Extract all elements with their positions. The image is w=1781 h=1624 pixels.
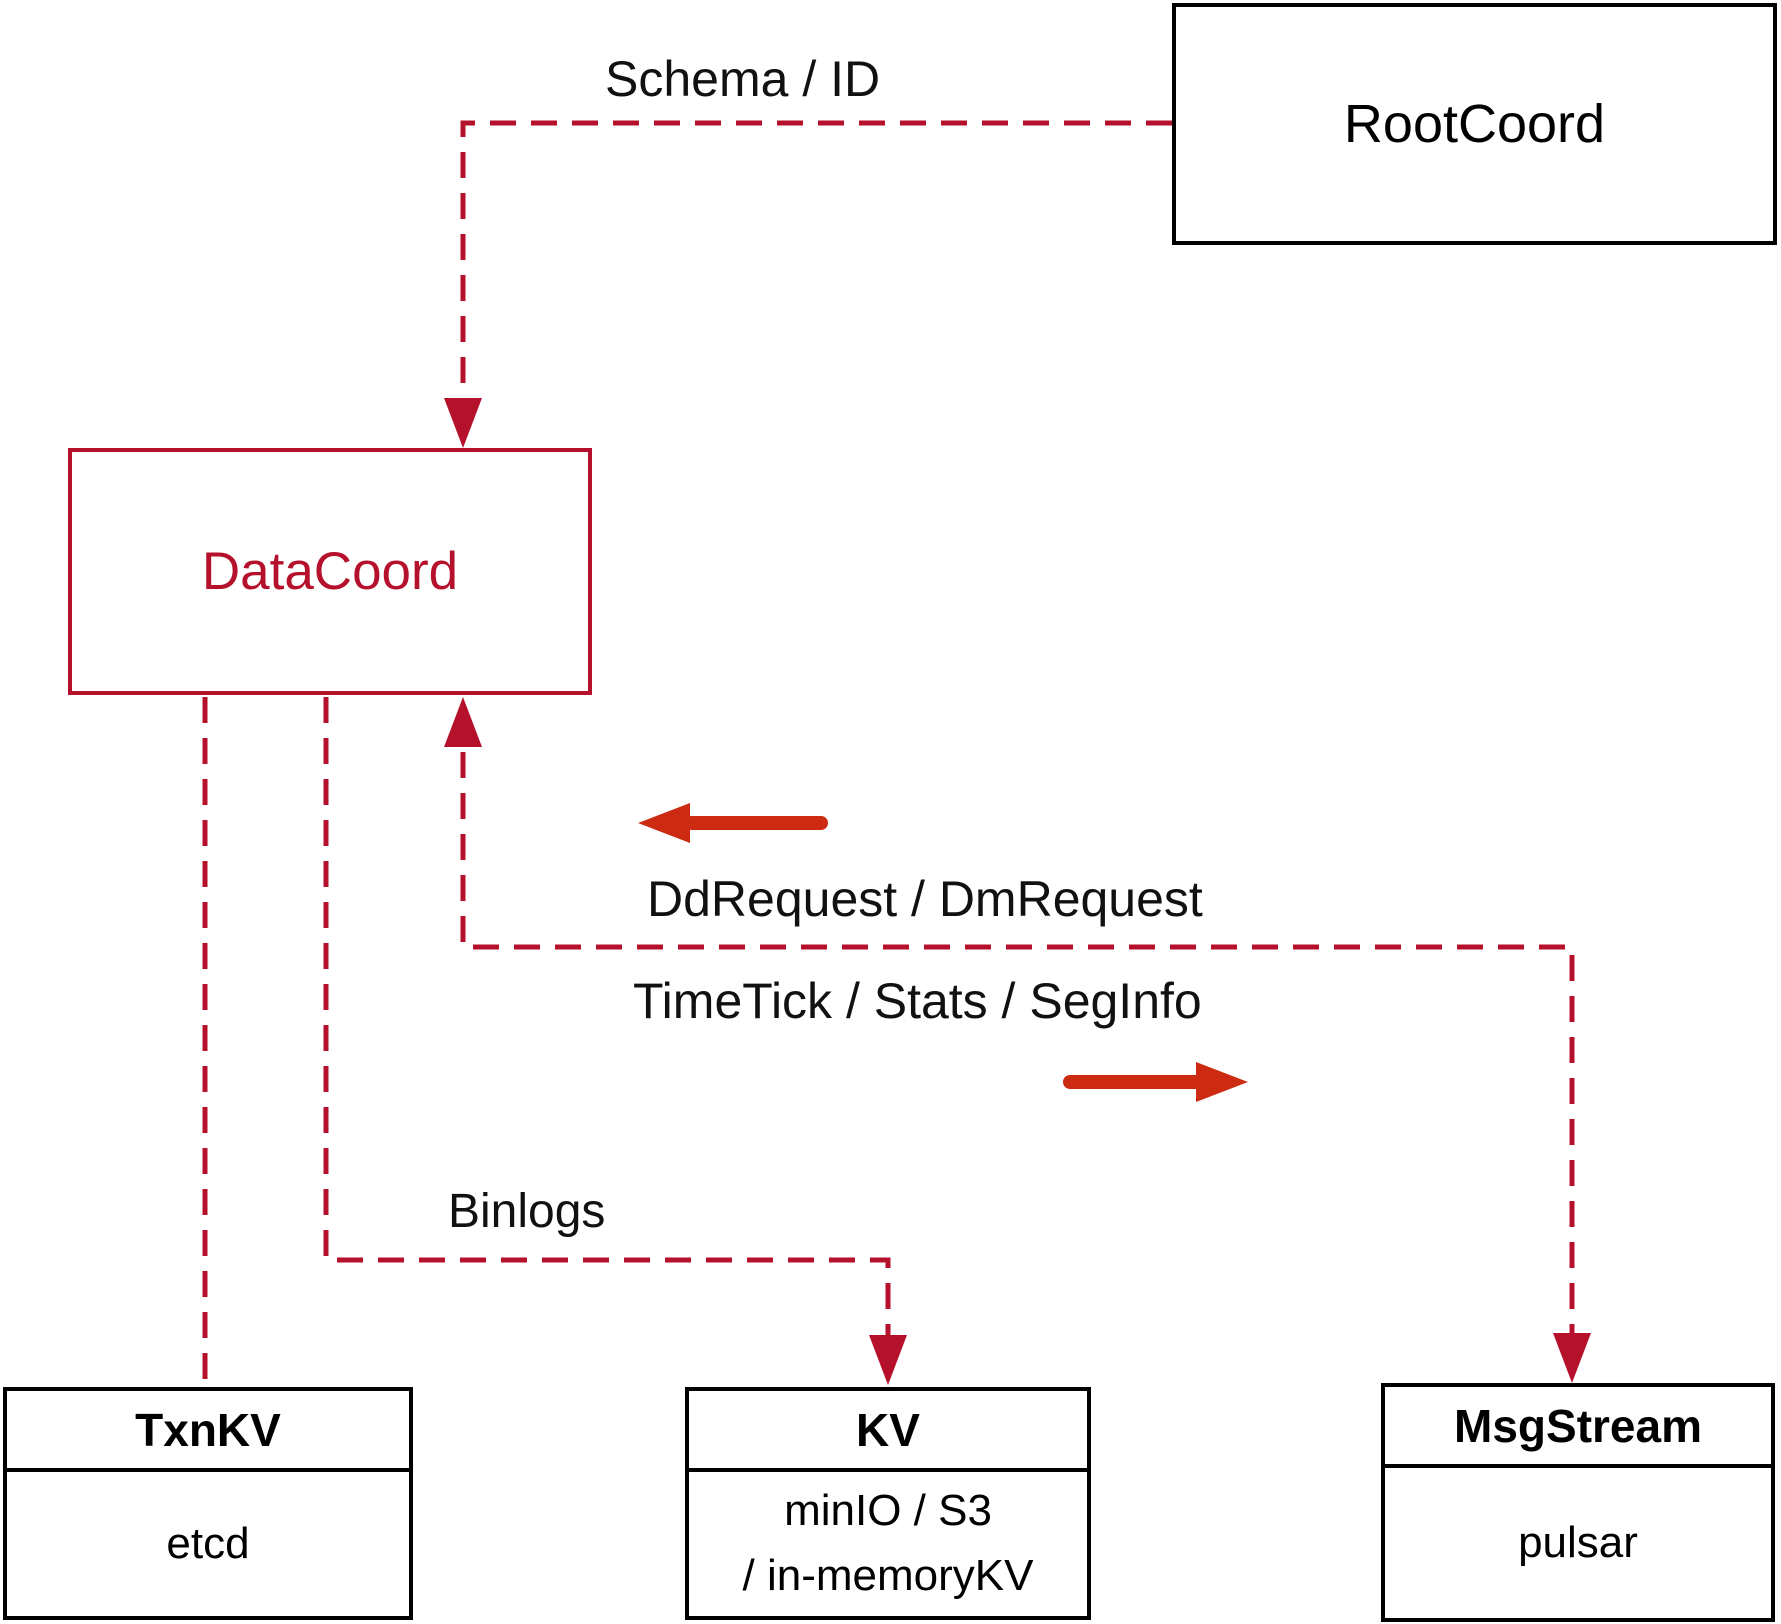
node-msgstream: MsgStream pulsar xyxy=(1381,1383,1775,1622)
node-msgstream-body: pulsar xyxy=(1385,1468,1771,1618)
node-rootcoord-label: RootCoord xyxy=(1343,94,1606,154)
edge-label-binlogs: Binlogs xyxy=(448,1185,606,1238)
edge-label-schema-id: Schema / ID xyxy=(605,51,881,107)
node-kv-body: minIO / S3 / in-memoryKV xyxy=(689,1472,1087,1616)
node-msgstream-title: MsgStream xyxy=(1385,1387,1771,1468)
node-msgstream-body-text: pulsar xyxy=(1518,1517,1638,1567)
node-kv-body-line2: / in-memoryKV xyxy=(742,1551,1034,1600)
node-datacoord-label: DataCoord xyxy=(201,542,459,601)
node-txnkv: TxnKV etcd xyxy=(3,1387,413,1620)
node-kv-body-line1: minIO / S3 xyxy=(784,1486,992,1536)
right-direction-arrow-icon xyxy=(1063,1062,1248,1102)
node-kv-title: KV xyxy=(689,1391,1087,1472)
edge-ddrequest-up-arrowhead-icon xyxy=(444,697,482,747)
edge-kv-down-arrowhead-icon xyxy=(869,1335,907,1385)
edge-ddrequest-timetick-line xyxy=(460,752,1575,1335)
left-direction-arrow-icon xyxy=(638,803,828,843)
node-txnkv-title: TxnKV xyxy=(7,1391,409,1472)
node-txnkv-body-text: etcd xyxy=(166,1518,250,1568)
edge-msgstream-down-arrowhead-icon xyxy=(1553,1333,1591,1383)
edge-binlogs-line xyxy=(323,697,891,1335)
edge-schema-id-line xyxy=(460,120,1172,400)
node-rootcoord: RootCoord xyxy=(1172,3,1777,245)
node-datacoord: DataCoord xyxy=(68,448,592,695)
node-kv: KV minIO / S3 / in-memoryKV xyxy=(685,1387,1091,1620)
node-txnkv-body: etcd xyxy=(7,1472,409,1616)
edge-schema-id-arrowhead-icon xyxy=(444,398,482,448)
edge-label-ddrequest-dmrequest: DdRequest / DmRequest xyxy=(647,871,1203,927)
edge-label-timetick-stats-seginfo: TimeTick / Stats / SegInfo xyxy=(633,973,1202,1029)
